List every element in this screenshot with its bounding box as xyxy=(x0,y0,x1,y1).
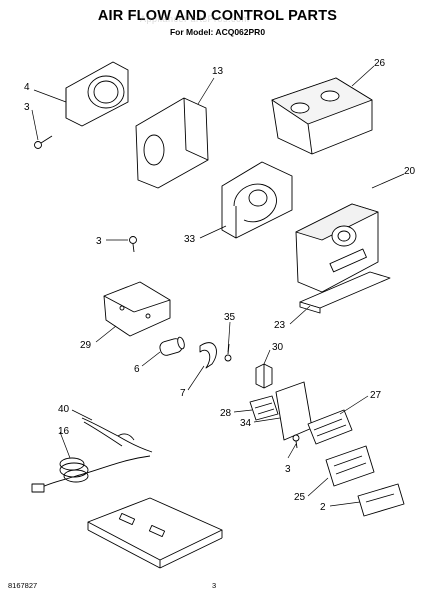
part-13-shroud xyxy=(135,97,209,189)
part-40-harness xyxy=(81,417,153,453)
part-30-knob xyxy=(255,363,273,389)
callout-23: 23 xyxy=(274,320,286,331)
callout-30: 30 xyxy=(272,342,284,353)
callout-34: 34 xyxy=(240,418,252,429)
callout-29: 29 xyxy=(80,340,92,351)
part-2-nameplate xyxy=(357,483,405,517)
part-34-panel xyxy=(275,381,313,449)
part-7-strap xyxy=(199,342,217,369)
part-6-capacitor xyxy=(159,336,185,356)
callout-labels: 4 3 13 26 20 33 3 35 29 6 23 30 7 40 27 … xyxy=(24,58,416,513)
watermark-text: AppliancePartsPros.com xyxy=(140,14,250,24)
callout-3a: 3 xyxy=(24,102,30,113)
page-title: AIR FLOW AND CONTROL PARTS xyxy=(97,8,338,24)
part-16-cord xyxy=(31,455,151,493)
part-20-bulkhead xyxy=(295,203,379,293)
part-3-screw-b xyxy=(129,236,137,253)
callout-40: 40 xyxy=(58,404,70,415)
page-number: 3 xyxy=(212,581,217,590)
part-28-switch xyxy=(249,395,279,421)
model-subtitle: For Model: ACQ062PR0 xyxy=(169,27,266,37)
callout-35: 35 xyxy=(224,312,236,323)
part-25-overlay xyxy=(325,445,375,487)
callout-27: 27 xyxy=(370,390,382,401)
callout-25: 25 xyxy=(294,492,306,503)
callout-13: 13 xyxy=(212,66,224,77)
part-33-scroll xyxy=(221,161,293,239)
base-tray xyxy=(87,497,223,569)
callout-6: 6 xyxy=(134,364,140,375)
part-26-cover xyxy=(271,77,373,155)
callout-3b: 3 xyxy=(96,236,102,247)
leader-lines xyxy=(31,65,405,507)
callout-4: 4 xyxy=(24,82,30,93)
callout-3c: 3 xyxy=(285,464,291,475)
part-35-screw xyxy=(224,343,232,362)
callout-33: 33 xyxy=(184,234,196,245)
part-29-bracket xyxy=(103,281,171,337)
callout-16: 16 xyxy=(58,426,70,437)
callout-26: 26 xyxy=(374,58,386,69)
callout-2: 2 xyxy=(320,502,326,513)
callout-20: 20 xyxy=(404,166,416,177)
callout-28: 28 xyxy=(220,408,232,419)
callout-7: 7 xyxy=(180,388,186,399)
part-23-strip xyxy=(299,271,391,314)
part-3-screw-a xyxy=(34,135,53,149)
part-27-board xyxy=(307,409,353,445)
document-number: 8167827 xyxy=(8,581,38,590)
part-4-panel xyxy=(65,61,129,127)
